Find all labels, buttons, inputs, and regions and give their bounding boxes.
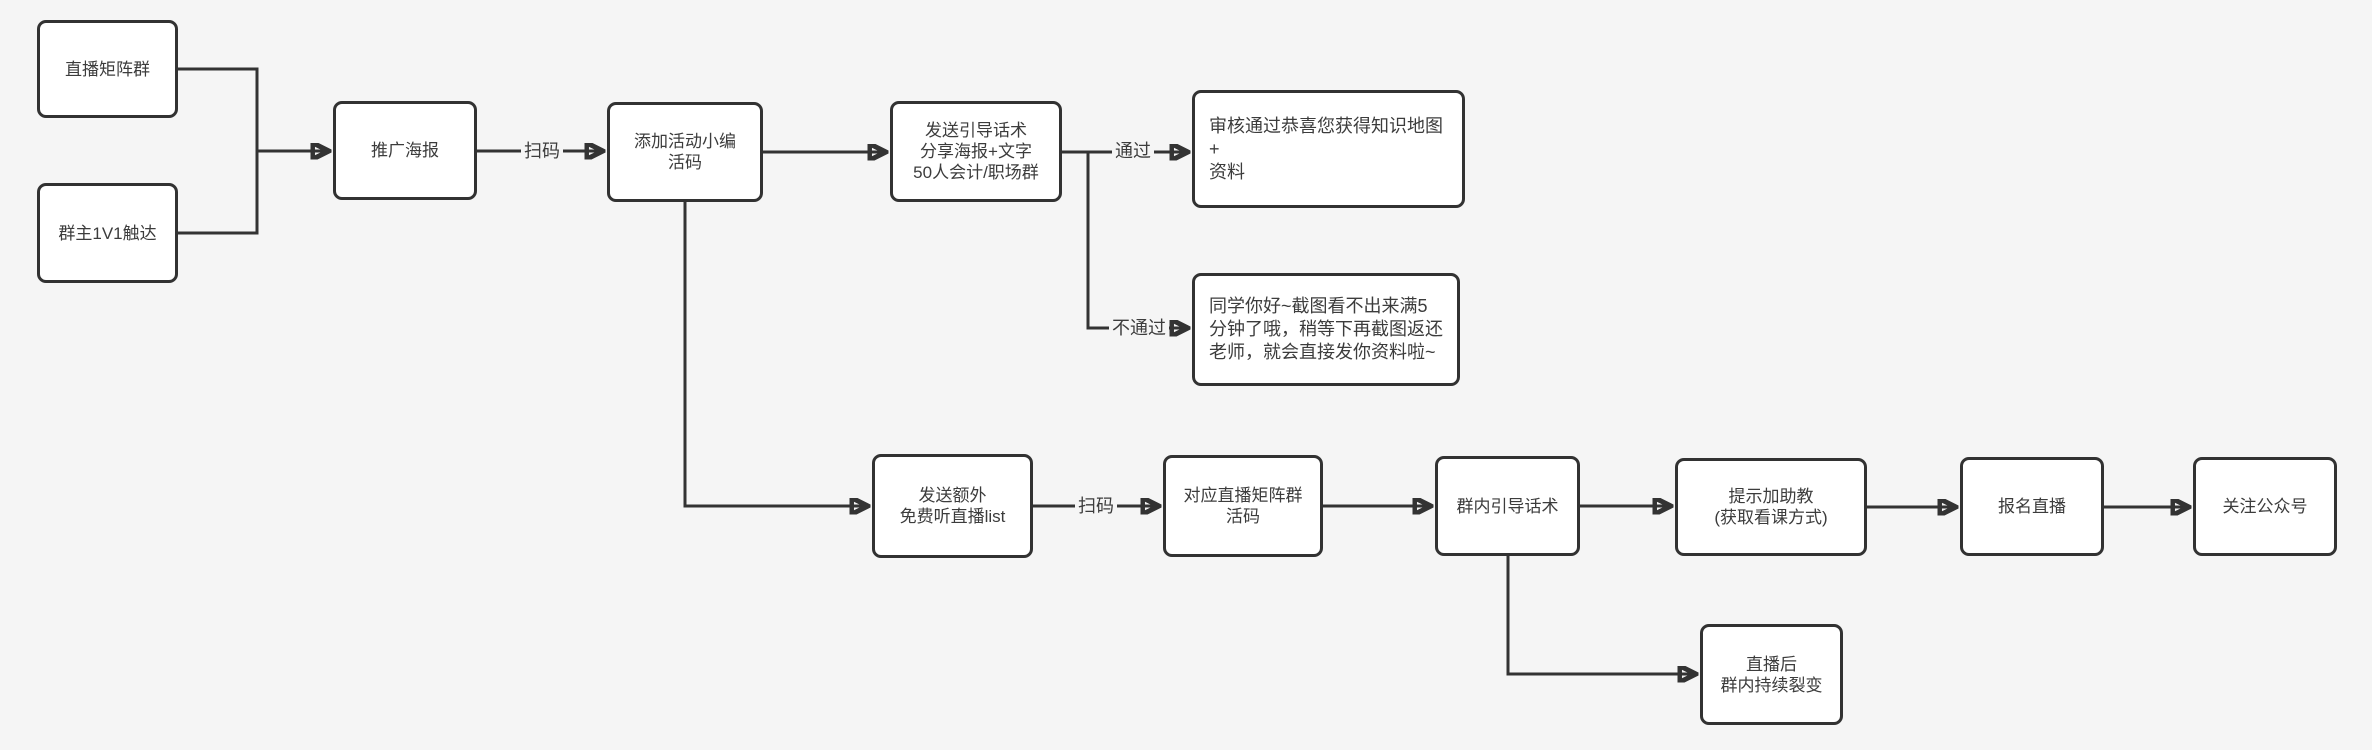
node-label: 报名直播 (1998, 497, 2066, 516)
node-label: 提示加助教 (1728, 487, 1814, 506)
edge-label-fail: 不通过 (1109, 317, 1169, 339)
node-label: + (1209, 138, 1220, 159)
flow-node-matrix-group-livecode: 对应直播矩阵群 活码 (1163, 455, 1323, 557)
node-label: 添加活动小编 (634, 132, 736, 151)
edge-label-pass: 通过 (1112, 140, 1154, 162)
flow-node-follow-official-account: 关注公众号 (2193, 457, 2337, 556)
flow-node-post-live-fission: 直播后 群内持续裂变 (1700, 624, 1843, 725)
edge-group-guide-to-fission (1506, 556, 1696, 674)
edge-guide-to-fail (1086, 152, 1188, 328)
flow-node-owner-1v1-reach: 群主1V1触达 (37, 183, 178, 283)
edge-label-scan-code-bottom: 扫码 (1075, 495, 1117, 517)
node-label: 同学你好~截图看不出来满5 (1209, 296, 1428, 316)
flow-node-send-extra-live-list: 发送额外 免费听直播list (872, 454, 1033, 558)
node-label: 老师，就会直接发你资料啦~ (1209, 342, 1436, 362)
node-label: 资料 (1209, 161, 1245, 182)
node-label: 分享海报+文字 (920, 142, 1032, 161)
node-label: 关注公众号 (2222, 497, 2308, 516)
node-label: 群主1V1触达 (58, 223, 157, 243)
flow-node-send-guide-script: 发送引导话术 分享海报+文字 50人会计/职场群 (890, 101, 1062, 202)
flow-node-add-editor-livecode: 添加活动小编 活码 (607, 102, 763, 202)
flow-node-group-guide-script: 群内引导话术 (1435, 456, 1580, 556)
node-label: 免费听直播list (899, 507, 1006, 526)
flow-node-prompt-add-ta: 提示加助教 (获取看课方式) (1675, 458, 1867, 556)
node-label: 活码 (668, 153, 702, 172)
edge-editor-to-extra-list (683, 202, 868, 506)
flow-node-live-matrix-group: 直播矩阵群 (37, 20, 178, 118)
flow-node-review-fail-msg: 同学你好~截图看不出来满5 分钟了哦，稍等下再截图返还 老师，就会直接发你资料啦… (1192, 273, 1460, 386)
node-label: (获取看课方式) (1714, 508, 1828, 527)
node-label: 发送引导话术 (925, 121, 1027, 140)
node-label: 直播后 (1746, 654, 1797, 674)
node-label: 50人会计/职场群 (913, 163, 1039, 182)
node-label: 群内引导话术 (1456, 496, 1559, 516)
node-label: 活码 (1226, 507, 1260, 526)
flow-node-review-pass-msg: 审核通过恭喜您获得知识地图 + 资料 (1192, 90, 1465, 208)
node-label: 群内持续裂变 (1720, 675, 1823, 695)
node-label: 审核通过恭喜您获得知识地图 (1209, 115, 1443, 136)
node-label: 分钟了哦，稍等下再截图返还 (1209, 319, 1443, 339)
node-label: 对应直播矩阵群 (1183, 486, 1303, 505)
edge-label-scan-code-top: 扫码 (521, 140, 563, 162)
flow-node-signup-live: 报名直播 (1960, 457, 2104, 556)
edge-merge-trunk (178, 67, 259, 235)
flow-node-promo-poster: 推广海报 (333, 101, 477, 200)
node-label: 发送额外 (918, 486, 987, 505)
node-label: 直播矩阵群 (65, 59, 150, 79)
node-label: 推广海报 (371, 141, 439, 160)
